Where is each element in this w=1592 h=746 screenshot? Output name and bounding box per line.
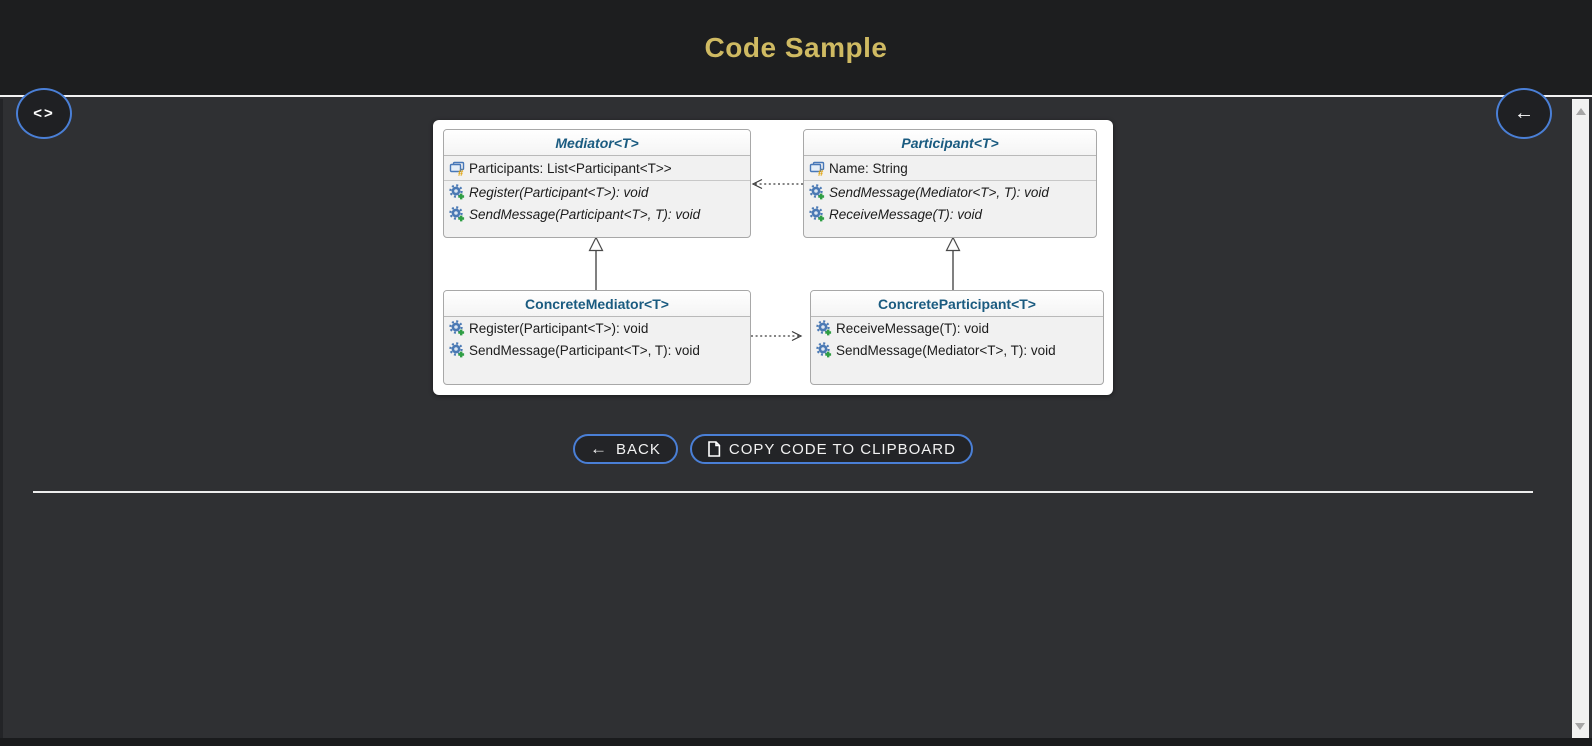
class-box-participant: Participant<T> # Name: String (803, 129, 1097, 238)
dependency-arrow-participant-to-mediator (751, 178, 803, 190)
vertical-scrollbar[interactable] (1572, 99, 1589, 739)
uml-diagram-panel: Mediator<T> # Participants: List<Partici… (433, 120, 1113, 395)
back-button[interactable]: ← BACK (573, 434, 678, 464)
back-arrow-icon: ← (590, 439, 609, 458)
code-icon: <> (33, 105, 55, 122)
method-text: ReceiveMessage(T): void (836, 320, 990, 336)
method-icon (816, 342, 832, 358)
class-method: ReceiveMessage(T): void (811, 317, 1103, 339)
method-text: SendMessage(Participant<T>, T): void (469, 342, 700, 358)
back-button-label: BACK (616, 440, 661, 458)
method-icon (816, 320, 832, 336)
class-method: SendMessage(Mediator<T>, T): void (811, 339, 1103, 361)
copy-document-icon (707, 441, 721, 457)
horizontal-divider (33, 491, 1533, 493)
copy-code-button-label: COPY CODE TO CLIPBOARD (728, 440, 956, 458)
class-field: # Name: String (804, 156, 1096, 181)
field-text: Name: String (829, 160, 908, 176)
field-text: Participants: List<Participant<T>> (469, 160, 672, 176)
class-method: Register(Participant<T>): void (444, 181, 750, 203)
bottom-edge-strip (0, 738, 1592, 746)
method-icon (449, 342, 465, 358)
app-header: Code Sample (0, 0, 1592, 97)
class-box-concrete-mediator: ConcreteMediator<T> Register(Participant… (443, 290, 751, 385)
method-icon (809, 184, 825, 200)
back-arrow-icon: ← (1514, 102, 1534, 124)
class-title: Participant<T> (804, 130, 1096, 156)
copy-code-button[interactable]: COPY CODE TO CLIPBOARD (689, 434, 973, 464)
class-method: SendMessage(Participant<T>, T): void (444, 203, 750, 225)
back-circle-button[interactable]: ← (1496, 88, 1552, 139)
class-field: # Participants: List<Participant<T>> (444, 156, 750, 181)
method-text: SendMessage(Mediator<T>, T): void (829, 184, 1049, 200)
method-icon (449, 206, 465, 222)
svg-text:#: # (458, 168, 464, 176)
page-title: Code Sample (704, 31, 888, 63)
protected-field-icon: # (449, 160, 465, 176)
class-box-concrete-participant: ConcreteParticipant<T> ReceiveMessage(T)… (810, 290, 1104, 385)
method-text: ReceiveMessage(T): void (829, 206, 983, 222)
method-text: SendMessage(Mediator<T>, T): void (836, 342, 1056, 358)
method-icon (449, 320, 465, 336)
left-edge-strip (0, 99, 3, 738)
class-box-mediator: Mediator<T> # Participants: List<Partici… (443, 129, 751, 238)
class-method: ReceiveMessage(T): void (804, 203, 1096, 225)
relation-arrows (588, 178, 961, 342)
method-icon (809, 206, 825, 222)
scrollbar-down-arrow-icon[interactable] (1575, 723, 1585, 730)
action-bar: ← BACK COPY CODE TO CLIPBOARD (433, 434, 1113, 464)
inheritance-arrow-concreteparticipant-to-participant (945, 236, 961, 290)
method-icon (449, 184, 465, 200)
method-text: Register(Participant<T>): void (469, 320, 649, 336)
inheritance-arrow-concretemediator-to-mediator (588, 236, 604, 290)
class-method: SendMessage(Mediator<T>, T): void (804, 181, 1096, 203)
class-title: ConcreteMediator<T> (444, 291, 750, 317)
view-code-button[interactable]: <> (16, 88, 72, 139)
class-method: SendMessage(Participant<T>, T): void (444, 339, 750, 361)
class-title: ConcreteParticipant<T> (811, 291, 1103, 317)
class-title: Mediator<T> (444, 130, 750, 156)
class-method: Register(Participant<T>): void (444, 317, 750, 339)
dependency-arrow-concretemediator-to-concreteparticipant (751, 330, 803, 342)
method-text: Register(Participant<T>): void (469, 184, 649, 200)
scrollbar-up-arrow-icon[interactable] (1575, 108, 1586, 115)
svg-text:#: # (818, 168, 824, 176)
protected-field-icon: # (809, 160, 825, 176)
method-text: SendMessage(Participant<T>, T): void (469, 206, 701, 222)
